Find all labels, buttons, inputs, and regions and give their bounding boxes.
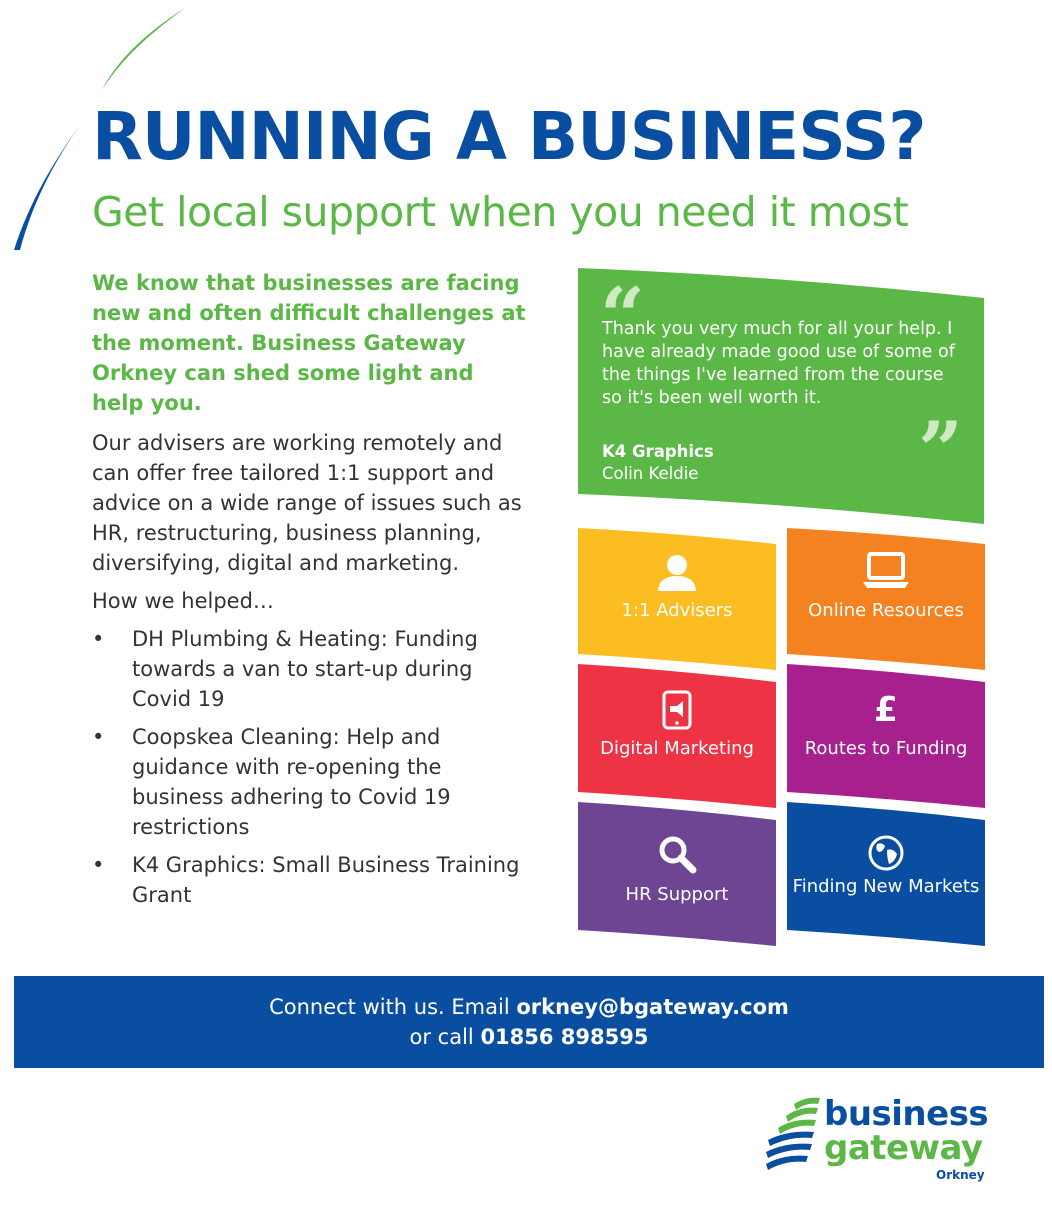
tile-label: Finding New Markets bbox=[792, 876, 980, 897]
testimonial-background bbox=[578, 268, 984, 524]
tile-digital-marketing: Digital Marketing bbox=[578, 664, 776, 808]
bullet-icon: • bbox=[92, 725, 105, 749]
globe-icon bbox=[787, 834, 985, 872]
testimonial-panel: “ Thank you very much for all your help.… bbox=[578, 266, 984, 524]
phone-link[interactable]: 01856 898595 bbox=[480, 1025, 649, 1049]
open-quote-icon: “ bbox=[600, 278, 645, 326]
logo-wave-icon bbox=[766, 1097, 820, 1170]
subheadline: Get local support when you need it most bbox=[92, 188, 909, 236]
tile-label: 1:1 Advisers bbox=[621, 600, 733, 621]
contact-line-phone: or call 01856 898595 bbox=[409, 1025, 649, 1049]
list-item: •K4 Graphics: Small Business Training Gr… bbox=[92, 850, 532, 910]
tile-label: Online Resources bbox=[808, 600, 964, 621]
contact-line-email: Connect with us. Email orkney@bgateway.c… bbox=[269, 995, 789, 1019]
testimonial-quote: Thank you very much for all your help. I… bbox=[602, 319, 955, 408]
person-icon bbox=[578, 554, 776, 592]
tile-finding-new-markets: Finding New Markets bbox=[787, 802, 985, 946]
list-item: •DH Plumbing & Heating: Funding towards … bbox=[92, 624, 532, 714]
tile-label: HR Support bbox=[625, 884, 729, 905]
helped-heading: How we helped… bbox=[92, 589, 274, 613]
close-quote-icon: ” bbox=[918, 412, 963, 460]
logo-word-gateway: gateway bbox=[824, 1128, 983, 1168]
logo-region: Orkney bbox=[936, 1168, 985, 1182]
contact-bar: Connect with us. Email orkney@bgateway.c… bbox=[14, 976, 1044, 1068]
magnifier-icon bbox=[578, 834, 776, 874]
advisers-paragraph: Our advisers are working remotely and ca… bbox=[92, 431, 522, 575]
tile-advisers: 1:1 Advisers bbox=[578, 528, 776, 670]
tile-routes-to-funding: £ Routes to Funding bbox=[787, 664, 985, 808]
swoosh-decoration bbox=[14, 8, 185, 250]
business-gateway-logo: business gateway Orkney bbox=[764, 1094, 994, 1184]
tile-label: Digital Marketing bbox=[600, 738, 754, 759]
tile-online-resources: Online Resources bbox=[787, 528, 985, 670]
testimonial-name: Colin Keldie bbox=[602, 464, 699, 483]
tile-label: Routes to Funding bbox=[804, 738, 968, 759]
bullet-icon: • bbox=[92, 853, 105, 877]
intro-text: We know that businesses are facing new a… bbox=[92, 271, 526, 415]
email-link[interactable]: orkney@bgateway.com bbox=[516, 995, 789, 1019]
headline: RUNNING A BUSINESS? bbox=[92, 98, 927, 175]
laptop-icon bbox=[787, 552, 985, 590]
helped-list: •DH Plumbing & Heating: Funding towards … bbox=[92, 624, 532, 910]
left-column: We know that businesses are facing new a… bbox=[92, 268, 532, 918]
tile-hr-support: HR Support bbox=[578, 802, 776, 946]
bullet-icon: • bbox=[92, 627, 105, 651]
pound-sign-icon: £ bbox=[874, 690, 898, 730]
logo-word-business: business bbox=[824, 1094, 989, 1134]
testimonial-company: K4 Graphics bbox=[602, 442, 714, 461]
list-item: •Coopskea Cleaning: Help and guidance wi… bbox=[92, 722, 532, 842]
smartphone-megaphone-icon bbox=[578, 690, 776, 730]
